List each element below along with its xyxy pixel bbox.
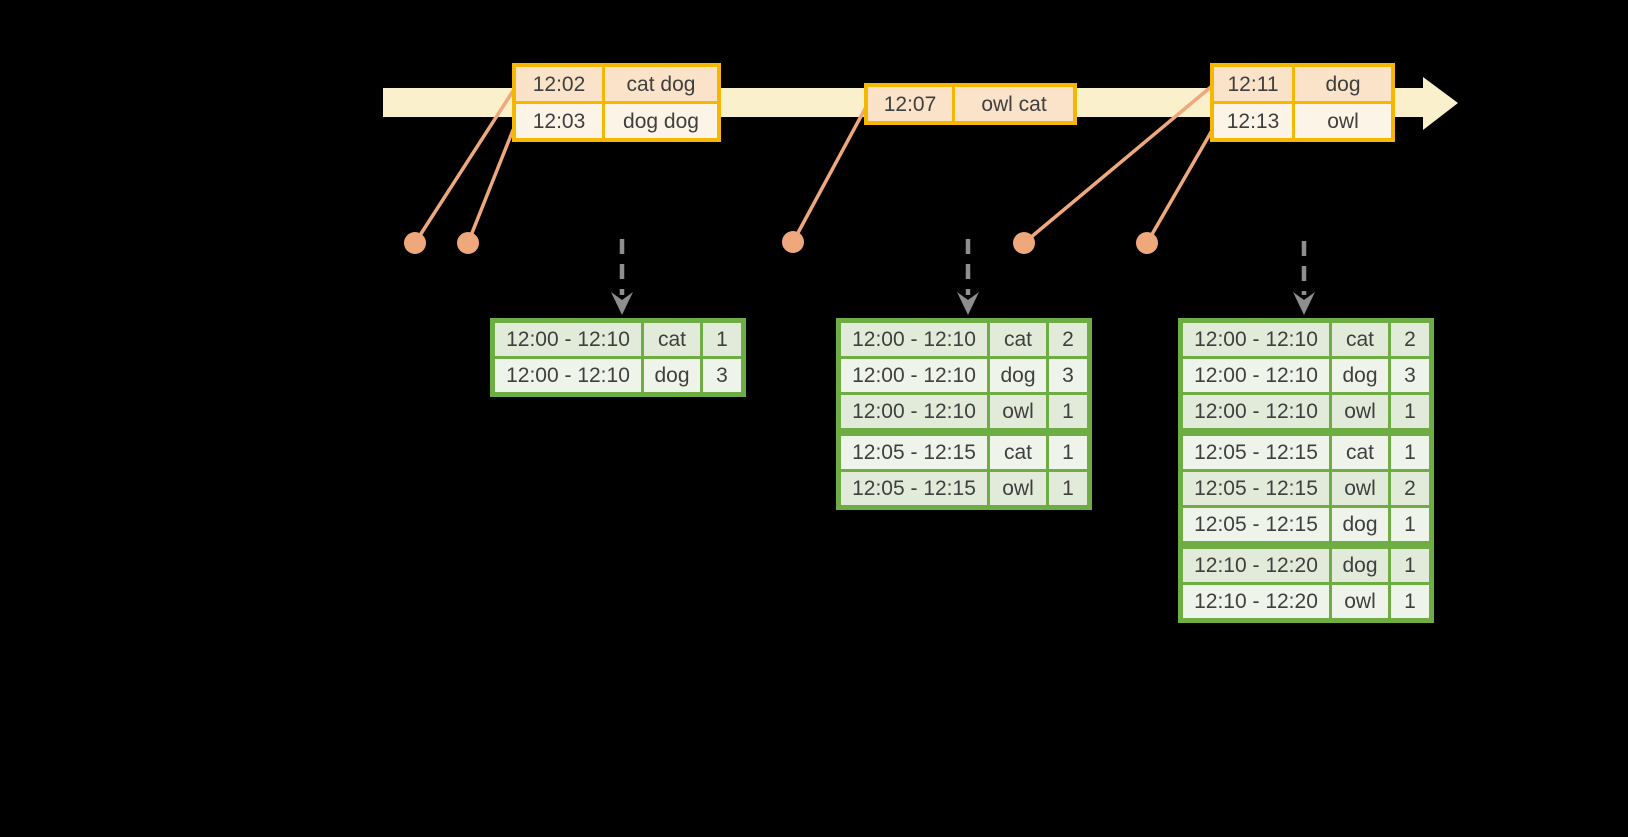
window-cell: 12:00 - 12:10: [1183, 359, 1329, 392]
result-row: 12:05 - 12:15 cat 1: [1183, 436, 1429, 469]
event-time-cell: 12:07: [868, 87, 952, 121]
event-row: 12:11 dog: [1214, 67, 1391, 101]
window-cell: 12:05 - 12:15: [841, 472, 987, 505]
result-row: 12:05 - 12:15 owl 2: [1183, 472, 1429, 505]
word-cell: dog: [644, 359, 700, 392]
window-cell: 12:05 - 12:15: [1183, 508, 1329, 541]
count-cell: 3: [1049, 359, 1087, 392]
count-cell: 2: [1391, 472, 1429, 505]
window-cell: 12:00 - 12:10: [495, 359, 641, 392]
event-words-cell: dog: [1295, 67, 1391, 101]
event-words-cell: owl cat: [955, 87, 1073, 121]
word-cell: dog: [1332, 359, 1388, 392]
count-cell: 1: [1391, 549, 1429, 582]
result-row: 12:05 - 12:15 owl 1: [841, 472, 1087, 505]
result-row: 12:10 - 12:20 dog 1: [1183, 549, 1429, 582]
result-row: 12:05 - 12:15 dog 1: [1183, 508, 1429, 541]
event-time-cell: 12:02: [516, 67, 602, 101]
window-cell: 12:00 - 12:10: [495, 323, 641, 356]
event-dot: [782, 231, 804, 253]
count-cell: 2: [1049, 323, 1087, 356]
word-cell: cat: [644, 323, 700, 356]
result-row: 12:00 - 12:10 owl 1: [1183, 395, 1429, 428]
trigger-arrowhead-icon: [611, 292, 633, 315]
window-cell: 12:00 - 12:10: [841, 359, 987, 392]
event-time-cell: 12:13: [1214, 104, 1292, 138]
event-words-cell: cat dog: [605, 67, 717, 101]
event-row: 12:07 owl cat: [868, 87, 1073, 121]
window-cell: 12:00 - 12:10: [1183, 395, 1329, 428]
count-cell: 2: [1391, 323, 1429, 356]
window-cell: 12:05 - 12:15: [1183, 472, 1329, 505]
count-cell: 1: [1391, 436, 1429, 469]
event-connector-line: [1022, 84, 1214, 245]
count-cell: 1: [1391, 395, 1429, 428]
count-cell: 1: [1049, 472, 1087, 505]
count-cell: 1: [703, 323, 741, 356]
word-cell: dog: [990, 359, 1046, 392]
event-table-3: 12:11 dog 12:13 owl: [1210, 63, 1395, 142]
word-cell: owl: [1332, 585, 1388, 618]
trigger-arrowhead-icon: [957, 292, 979, 315]
event-connector-line: [791, 105, 868, 244]
result-row: 12:00 - 12:10 cat 2: [1183, 323, 1429, 356]
word-cell: cat: [990, 323, 1046, 356]
timeline-arrowhead-icon: [1423, 77, 1458, 130]
trigger-arrowhead-icon: [1293, 292, 1315, 315]
window-cell: 12:10 - 12:20: [1183, 585, 1329, 618]
word-cell: owl: [1332, 395, 1388, 428]
count-cell: 3: [1391, 359, 1429, 392]
result-row: 12:10 - 12:20 owl 1: [1183, 585, 1429, 618]
event-connector-line: [413, 89, 515, 245]
count-cell: 3: [703, 359, 741, 392]
window-cell: 12:00 - 12:10: [841, 395, 987, 428]
result-row: 12:00 - 12:10 cat 1: [495, 323, 741, 356]
event-words-cell: owl: [1295, 104, 1391, 138]
result-table-1: 12:00 - 12:10 cat 1 12:00 - 12:10 dog 3: [490, 318, 746, 397]
result-row: 12:05 - 12:15 cat 1: [841, 436, 1087, 469]
count-cell: 1: [1049, 395, 1087, 428]
window-cell: 12:00 - 12:10: [841, 323, 987, 356]
event-dot: [457, 232, 479, 254]
event-time-cell: 12:11: [1214, 67, 1292, 101]
event-table-2: 12:07 owl cat: [864, 83, 1077, 125]
result-row: 12:00 - 12:10 owl 1: [841, 395, 1087, 428]
result-row: 12:00 - 12:10 cat 2: [841, 323, 1087, 356]
event-table-1: 12:02 cat dog 12:03 dog dog: [512, 63, 721, 142]
word-cell: cat: [1332, 436, 1388, 469]
word-cell: owl: [1332, 472, 1388, 505]
event-time-cell: 12:03: [516, 104, 602, 138]
event-row: 12:03 dog dog: [516, 104, 717, 138]
window-cell: 12:00 - 12:10: [1183, 323, 1329, 356]
result-row: 12:00 - 12:10 dog 3: [841, 359, 1087, 392]
word-cell: owl: [990, 472, 1046, 505]
word-cell: cat: [1332, 323, 1388, 356]
event-dot: [404, 232, 426, 254]
word-cell: dog: [1332, 508, 1388, 541]
window-cell: 12:05 - 12:15: [841, 436, 987, 469]
result-row: 12:00 - 12:10 dog 3: [495, 359, 741, 392]
result-table-2: 12:00 - 12:10 cat 2 12:00 - 12:10 dog 3 …: [836, 318, 1092, 510]
event-words-cell: dog dog: [605, 104, 717, 138]
window-cell: 12:10 - 12:20: [1183, 549, 1329, 582]
word-cell: dog: [1332, 549, 1388, 582]
result-table-3: 12:00 - 12:10 cat 2 12:00 - 12:10 dog 3 …: [1178, 318, 1434, 623]
event-row: 12:13 owl: [1214, 104, 1391, 138]
word-cell: cat: [990, 436, 1046, 469]
word-cell: owl: [990, 395, 1046, 428]
count-cell: 1: [1391, 585, 1429, 618]
result-row: 12:00 - 12:10 dog 3: [1183, 359, 1429, 392]
window-cell: 12:05 - 12:15: [1183, 436, 1329, 469]
event-row: 12:02 cat dog: [516, 67, 717, 101]
count-cell: 1: [1391, 508, 1429, 541]
event-connector-line: [1145, 125, 1216, 245]
event-connector-line: [466, 128, 515, 245]
count-cell: 1: [1049, 436, 1087, 469]
event-dot: [1013, 232, 1035, 254]
event-dot: [1136, 232, 1158, 254]
